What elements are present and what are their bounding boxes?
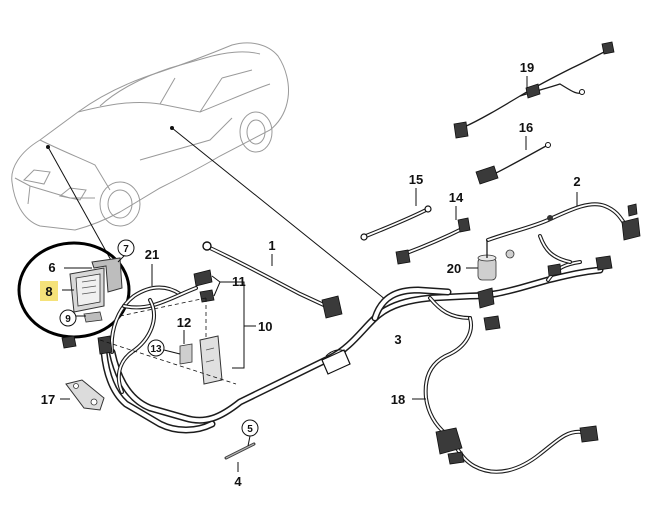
part-main-harness	[100, 255, 613, 434]
callout-4[interactable]: 4	[234, 474, 242, 489]
callout-5[interactable]: 5	[247, 424, 253, 435]
part-16-sensor-lead	[475, 142, 551, 185]
callout-7-marker[interactable]: 7	[117, 239, 135, 257]
callout-14[interactable]: 14	[449, 190, 464, 205]
part-18-harness	[423, 316, 599, 474]
callout-3[interactable]: 3	[394, 332, 401, 347]
callout-18[interactable]: 18	[391, 392, 405, 407]
callout-13-marker[interactable]: 13	[147, 339, 165, 357]
callout-17[interactable]: 17	[41, 392, 55, 407]
part-2-cable	[486, 202, 641, 264]
part-4-5-cable-tie	[224, 435, 256, 472]
callout-6[interactable]: 6	[48, 260, 55, 275]
part-15-lead	[360, 205, 432, 241]
callout-8[interactable]: 8	[45, 284, 52, 299]
part-14-lead	[395, 217, 471, 265]
callout-9[interactable]: 9	[65, 314, 71, 325]
callout-9-marker[interactable]: 9	[59, 309, 77, 327]
part-control-module	[69, 257, 123, 323]
callout-12[interactable]: 12	[177, 315, 191, 330]
assembly-guide-lines	[99, 297, 237, 385]
callout-2[interactable]: 2	[573, 174, 580, 189]
car-outline	[11, 42, 289, 231]
leader-11	[211, 275, 232, 297]
callout-19[interactable]: 19	[520, 60, 534, 75]
part-17-bracket	[65, 379, 105, 411]
callout-5-marker[interactable]: 5	[241, 419, 259, 437]
leader-battery-location	[47, 146, 113, 263]
callout-13[interactable]: 13	[150, 344, 162, 355]
leader-7	[117, 255, 125, 263]
part-11-clip	[193, 269, 215, 303]
callout-20[interactable]: 20	[447, 261, 461, 276]
part-19-harness	[453, 41, 615, 139]
callout-1[interactable]: 1	[268, 238, 275, 253]
part-20-grommet	[477, 240, 515, 281]
callout-10[interactable]: 10	[258, 319, 272, 334]
leader-10	[232, 281, 256, 369]
callout-7[interactable]: 7	[123, 244, 129, 255]
part-21-cable	[61, 285, 198, 394]
part-12-13-brackets	[163, 330, 223, 385]
callout-21[interactable]: 21	[145, 247, 159, 262]
callout-16[interactable]: 16	[519, 120, 533, 135]
callout-8-highlighted[interactable]: 8	[40, 281, 58, 301]
leader-harness-location	[171, 127, 387, 301]
callout-15[interactable]: 15	[409, 172, 423, 187]
part-1-cable	[202, 241, 343, 319]
callout-11[interactable]: 11	[232, 274, 246, 289]
highlight-box	[40, 281, 58, 301]
